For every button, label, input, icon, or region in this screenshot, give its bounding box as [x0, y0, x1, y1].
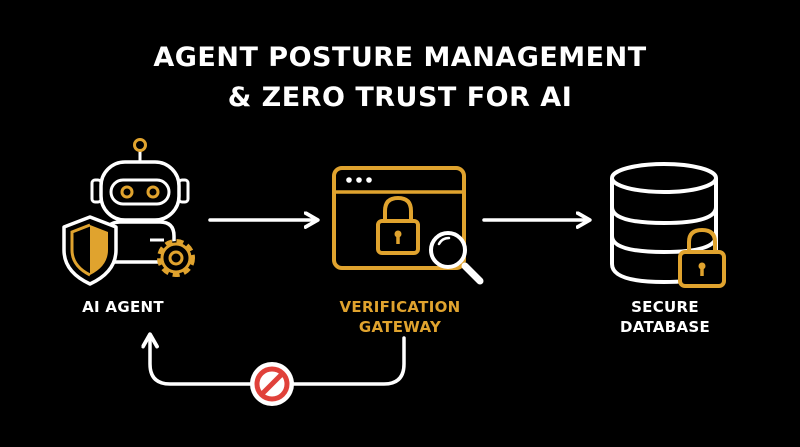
gateway-label-line-1: VERIFICATION	[339, 298, 461, 316]
title-line-1: AGENT POSTURE MANAGEMENT	[153, 42, 647, 73]
shield-icon	[62, 215, 118, 286]
robot-icon	[90, 138, 190, 264]
page-title: AGENT POSTURE MANAGEMENT & ZERO TRUST FO…	[0, 38, 800, 118]
gear-icon	[157, 239, 195, 277]
database-label-line-1: SECURE	[631, 298, 699, 316]
database-lock-icon	[610, 162, 726, 288]
gateway-label-line-2: GATEWAY	[358, 318, 442, 336]
agent-label: AI AGENT	[48, 297, 198, 317]
gateway-label: VERIFICATION GATEWAY	[300, 297, 500, 337]
title-line-2: & ZERO TRUST FOR AI	[227, 82, 573, 113]
prohibited-icon	[250, 362, 294, 406]
database-label-line-2: DATABASE	[619, 318, 711, 336]
agent-label-text: AI AGENT	[82, 298, 164, 316]
database-label: SECURE DATABASE	[580, 297, 750, 337]
magnifier-icon	[429, 231, 484, 285]
